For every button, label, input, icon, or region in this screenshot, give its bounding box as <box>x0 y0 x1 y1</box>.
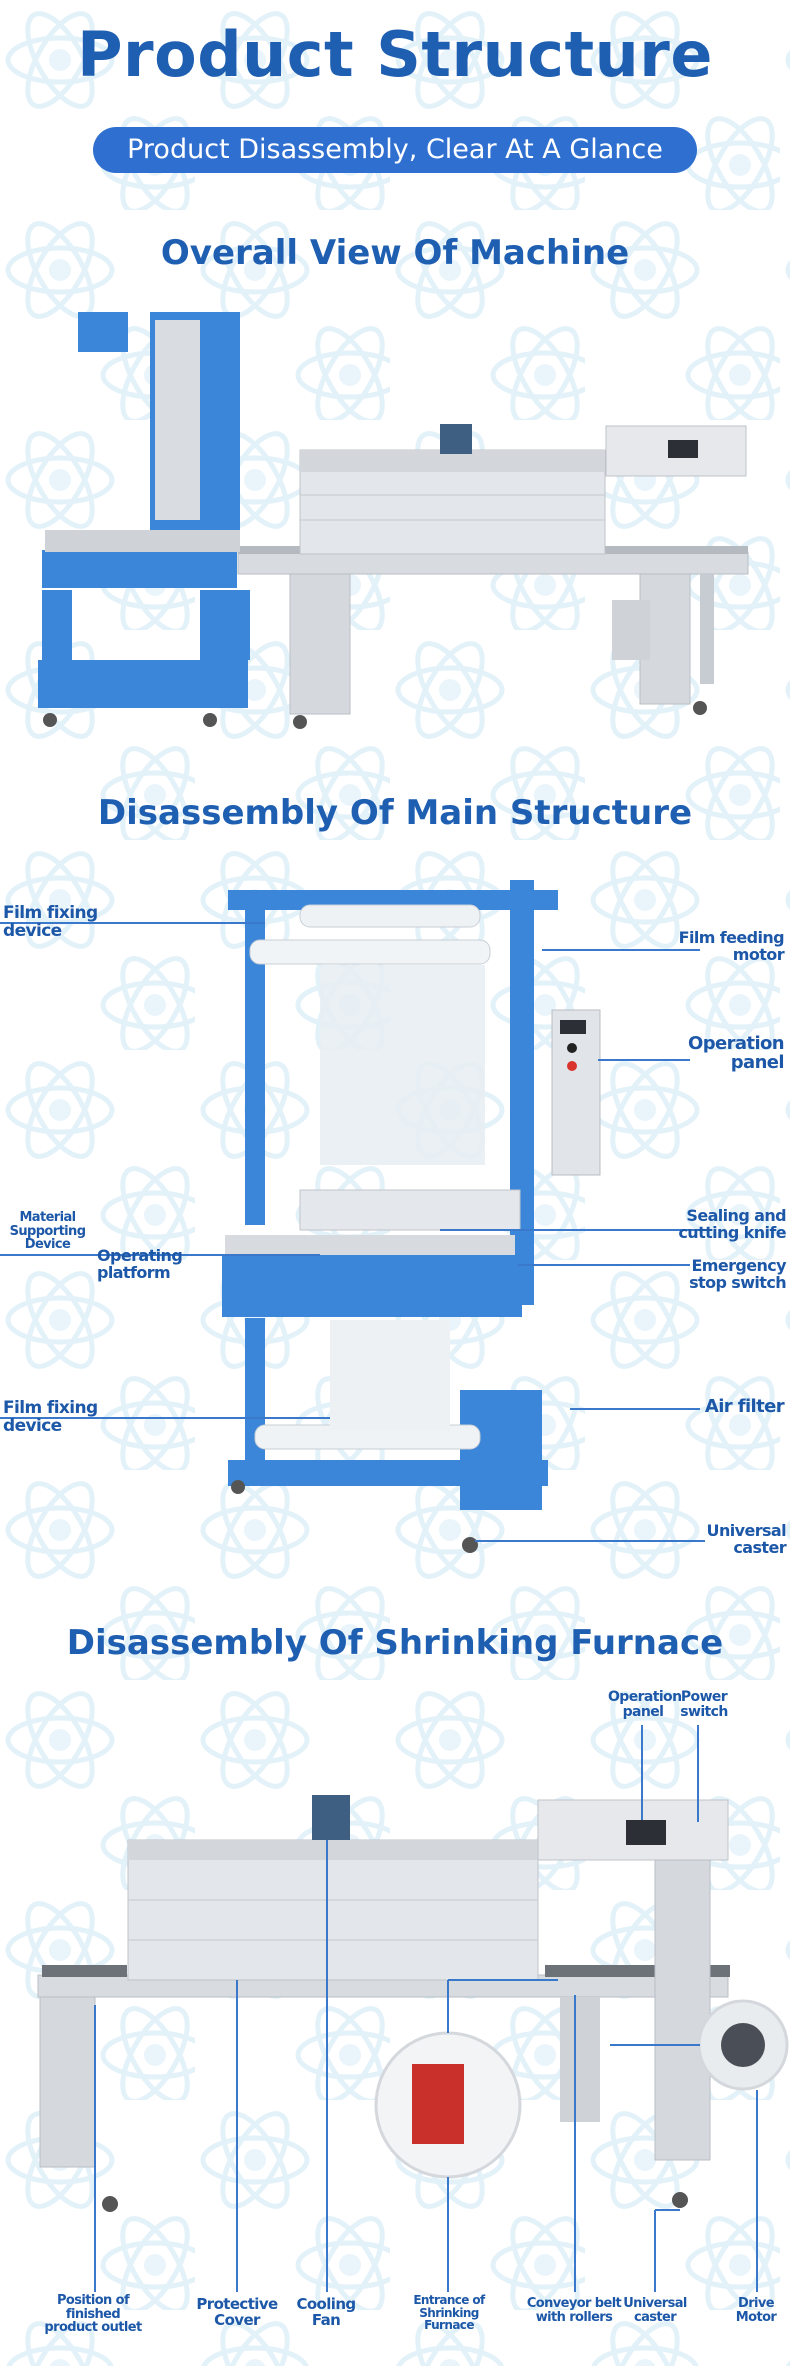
label-operation-panel: Operation panel <box>688 1033 785 1073</box>
label-operating-platform: Operating platform <box>97 1246 183 1282</box>
label-film-fixing-device-top: Film fixing device <box>3 903 98 941</box>
label-finished-product-outlet: Position of finished product outlet <box>44 2293 142 2336</box>
label-power-switch: Power switch <box>680 1689 728 1720</box>
label-air-filter: Air filter <box>704 1396 785 1417</box>
label-film-fixing-device-bottom: Film fixing device <box>3 1398 98 1436</box>
label-conveyor-belt-rollers: Conveyor belt with rollers <box>526 2296 622 2325</box>
label-film-feeding-motor: Film feeding motor <box>678 928 785 964</box>
subtitle-banner: Product Disassembly, Clear At A Glance <box>93 127 697 173</box>
label-emergency-stop-switch: Emergency stop switch <box>689 1256 787 1292</box>
label-furnace-operation-panel: Operation panel <box>608 1689 682 1720</box>
label-drive-motor: Drive Motor <box>735 2296 777 2325</box>
label-material-supporting-device: Material Supporting Device <box>9 1210 86 1253</box>
label-universal-caster-furnace: Universal caster <box>623 2296 687 2325</box>
page-title: Product Structure <box>77 18 713 91</box>
section-title-overall: Overall View Of Machine <box>160 233 630 273</box>
label-universal-caster-main: Universal caster <box>706 1521 787 1557</box>
label-protective-cover: Protective Cover <box>196 2295 278 2329</box>
label-cooling-fan: Cooling Fan <box>296 2295 356 2329</box>
label-sealing-cutting-knife: Sealing and cutting knife <box>678 1206 786 1242</box>
section-title-main: Disassembly Of Main Structure <box>97 793 693 833</box>
section-title-furnace: Disassembly Of Shrinking Furnace <box>66 1623 724 1663</box>
label-entrance-shrinking-furnace: Entrance of Shrinking Furnace <box>413 2293 485 2333</box>
